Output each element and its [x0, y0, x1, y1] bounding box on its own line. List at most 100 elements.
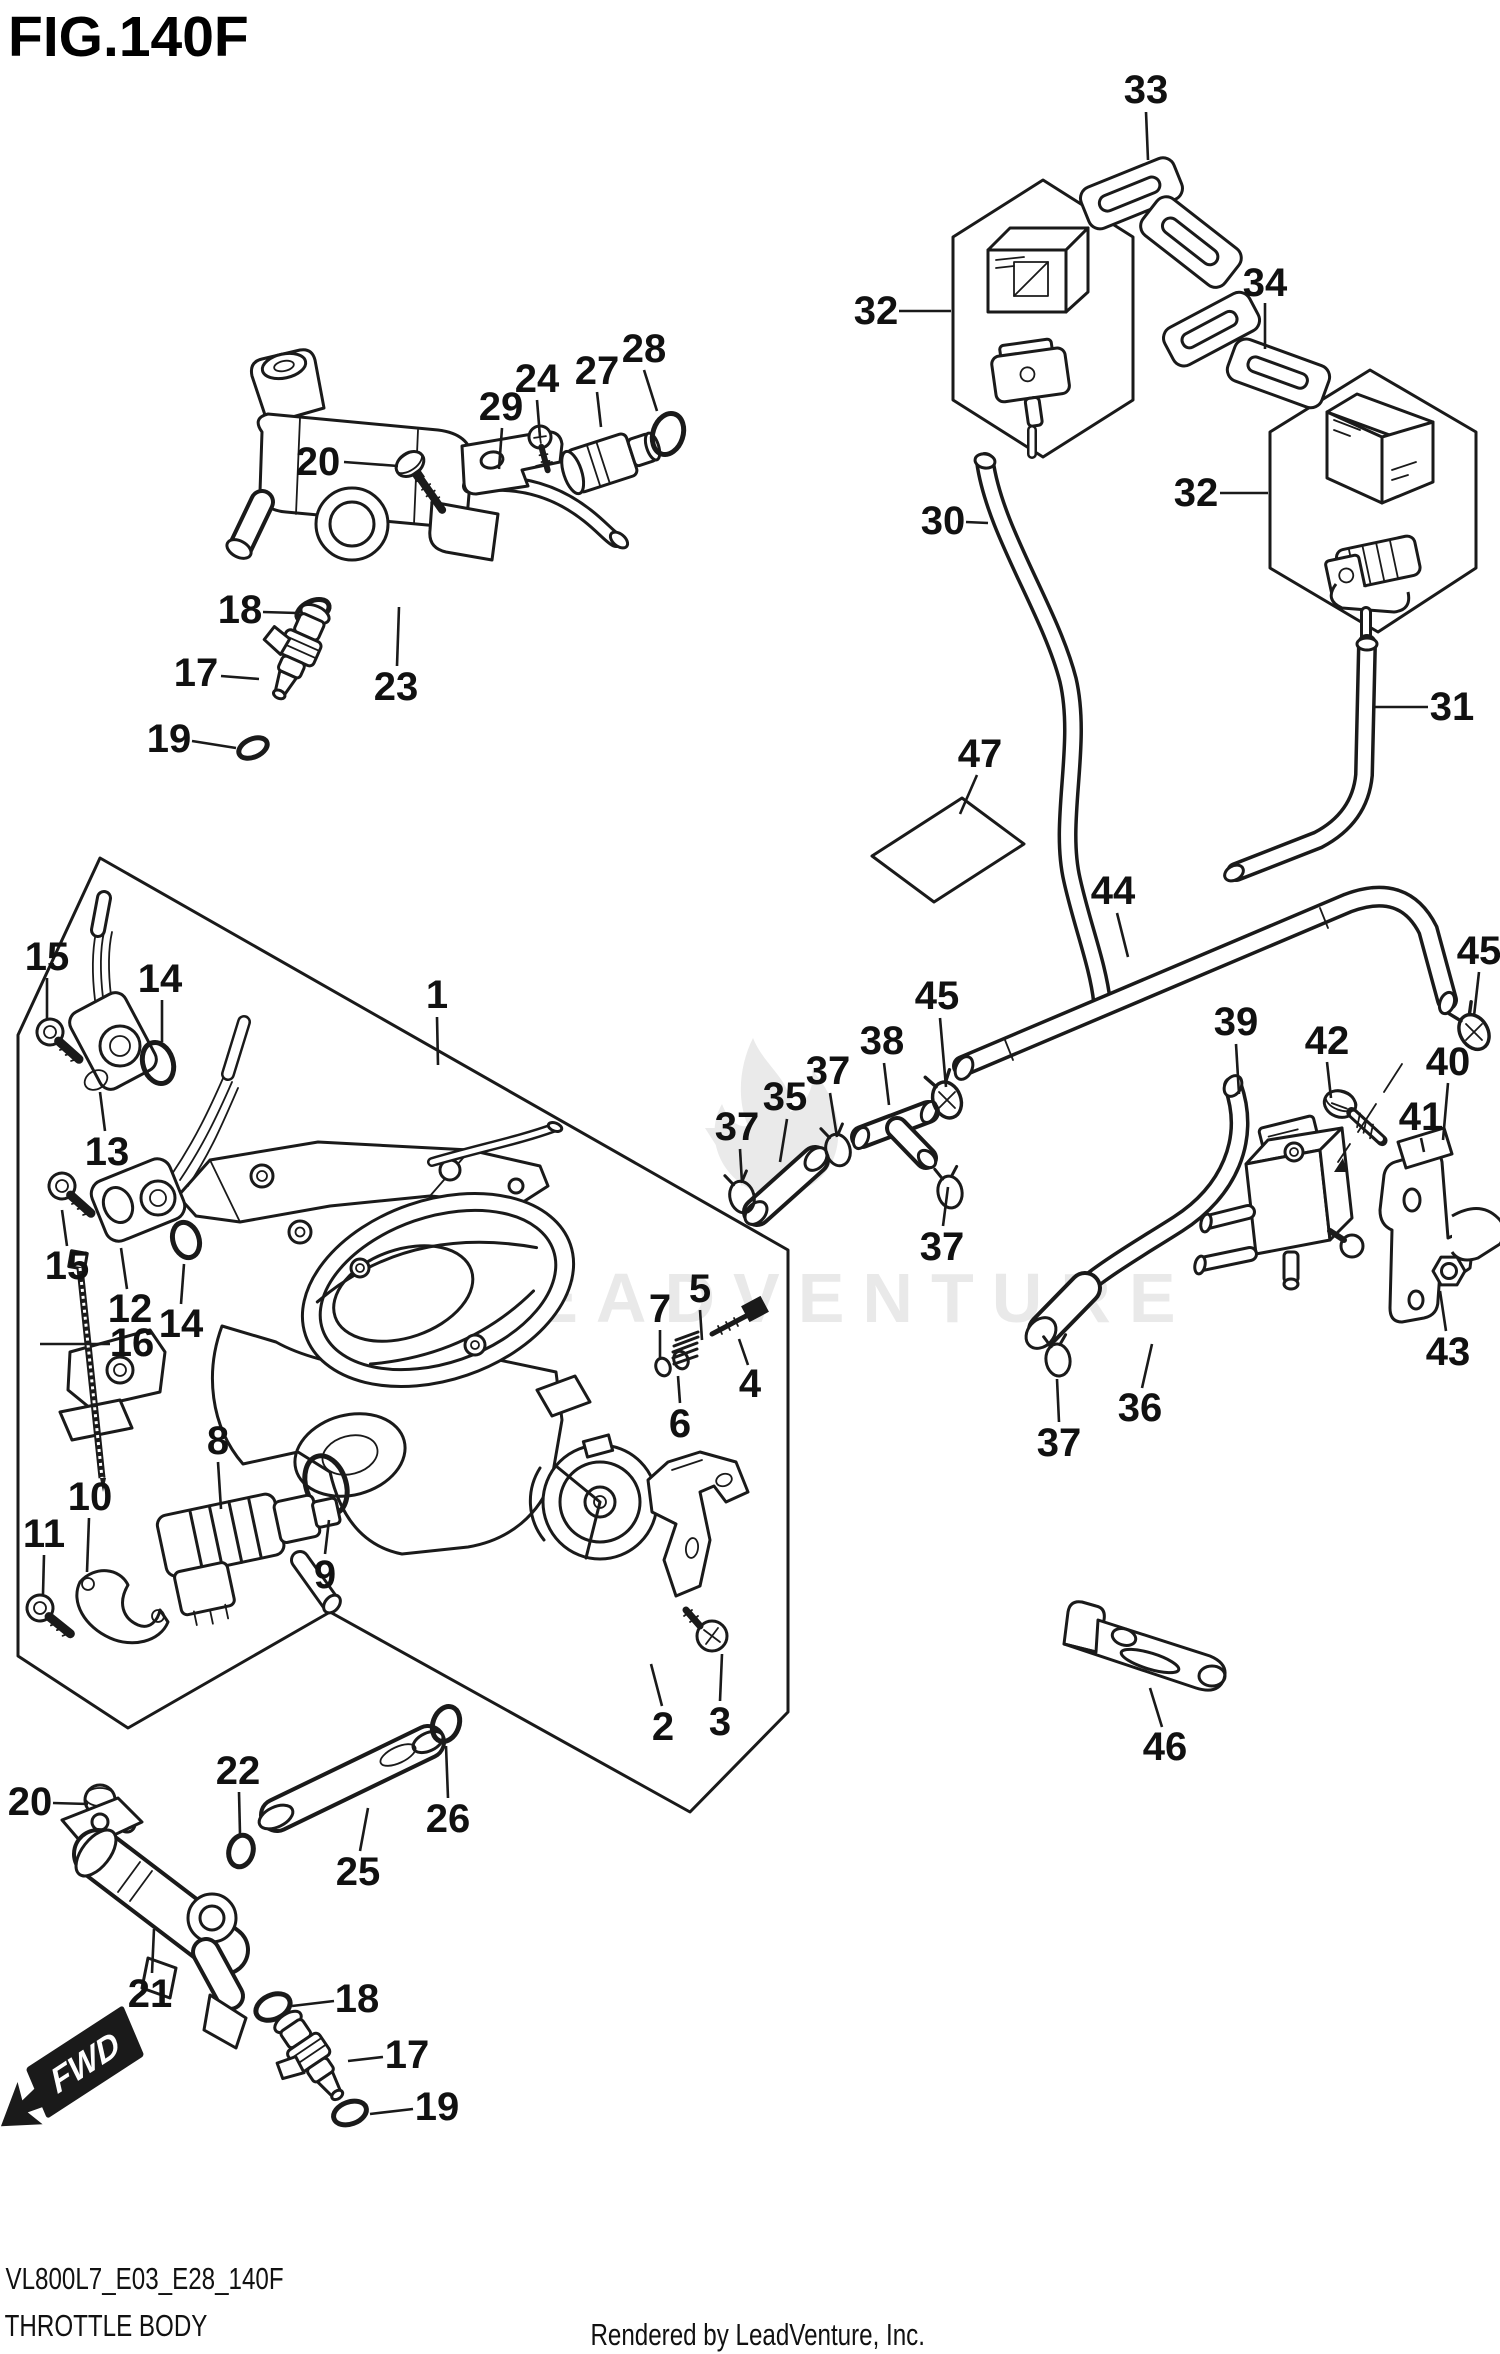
- fwd-arrow-icon: [0, 2074, 61, 2127]
- callout-14: 14: [159, 1302, 204, 1346]
- callout-15: 15: [45, 1244, 90, 1288]
- callout-leader-27: [595, 391, 603, 428]
- callout-leader-22: [237, 1791, 242, 1835]
- bracket-40: [1378, 1150, 1500, 1324]
- callout-37: 37: [1037, 1421, 1082, 1465]
- callout-20: 20: [296, 440, 341, 484]
- callout-15: 15: [25, 935, 70, 979]
- callout-37: 37: [806, 1049, 851, 1093]
- callout-34: 34: [1243, 261, 1288, 305]
- sensor-box-right-outline: [1268, 368, 1478, 634]
- clamp-45-mid: [922, 1066, 968, 1124]
- callout-leader-5: [698, 1309, 704, 1341]
- callout-leader-17: [220, 674, 260, 681]
- callout-27: 27: [575, 349, 620, 393]
- o-ring-14-b: [169, 1219, 203, 1261]
- callout-21: 21: [128, 1972, 173, 2016]
- alignment-dash-line: [1337, 1063, 1403, 1163]
- callout-leader-41: [1419, 1137, 1426, 1153]
- callout-leader-37: [738, 1148, 744, 1184]
- callout-leader-10: [85, 1517, 91, 1573]
- callout-37: 37: [715, 1105, 760, 1149]
- callout-20: 20: [8, 1780, 53, 1824]
- callout-5: 5: [689, 1267, 711, 1311]
- callout-leader-14: [179, 1263, 186, 1305]
- fuel-delivery-pipe-assembly: [225, 348, 687, 761]
- callout-31: 31: [1430, 685, 1475, 729]
- callout-36: 36: [1118, 1386, 1163, 1430]
- callout-39: 39: [1214, 1000, 1259, 1044]
- callout-6: 6: [669, 1402, 691, 1446]
- footer-name: THROTTLE BODY: [5, 2308, 208, 2343]
- cable-tie-16: [67, 1249, 106, 1492]
- callout-25: 25: [336, 1850, 381, 1894]
- callout-leader-1: [435, 1016, 440, 1066]
- o-ring-19-top: [236, 735, 270, 761]
- callout-leader-45: [1472, 971, 1481, 1017]
- callout-43: 43: [1426, 1330, 1471, 1374]
- callout-leader-23: [395, 606, 401, 667]
- callout-leader-21: [150, 1928, 156, 1974]
- idle-adjuster-parts: [654, 1295, 769, 1378]
- callout-33: 33: [1124, 68, 1169, 112]
- sensor-12: [89, 1015, 251, 1243]
- callout-16: 16: [110, 1321, 155, 1365]
- callout-38: 38: [860, 1019, 905, 1063]
- callout-37: 37: [920, 1225, 965, 1269]
- callout-leader-2: [649, 1663, 664, 1707]
- callout-leader-43: [1438, 1290, 1448, 1332]
- callout-leader-33: [1144, 111, 1150, 161]
- callout-19: 19: [415, 2085, 460, 2129]
- bracket-33: [1079, 156, 1243, 289]
- callout-leader-46: [1148, 1687, 1164, 1728]
- callout-leader-26: [444, 1745, 450, 1799]
- callout-leader-13: [98, 1091, 107, 1132]
- callout-8: 8: [207, 1419, 229, 1463]
- callout-leader-19: [191, 739, 237, 750]
- callout-leader-29: [497, 427, 504, 470]
- callout-leader-17: [347, 2055, 384, 2063]
- callout-7: 7: [649, 1287, 671, 1331]
- o-ring-22: [226, 1832, 256, 1870]
- callout-leader-12: [119, 1247, 129, 1290]
- callout-17: 17: [174, 651, 219, 695]
- sensor-boss-8: [155, 1492, 342, 1626]
- callout-leader-47: [958, 774, 979, 815]
- callout-24: 24: [515, 357, 560, 401]
- o-ring-28: [649, 410, 687, 458]
- purge-valve-39: [1193, 1114, 1365, 1291]
- sensor-box-left-contents: [986, 226, 1090, 459]
- callout-leader-19: [369, 2107, 414, 2116]
- callout-3: 3: [709, 1700, 731, 1744]
- bracket-10: [75, 1569, 170, 1645]
- callout-30: 30: [921, 499, 966, 543]
- callout-14: 14: [138, 957, 183, 1001]
- hose-36: [1024, 1074, 1250, 1350]
- bracket-46: [1062, 1600, 1227, 1692]
- joint-27: [560, 431, 662, 496]
- callout-leader-4: [737, 1338, 750, 1366]
- callout-leader-3: [718, 1653, 724, 1702]
- callout-22: 22: [216, 1749, 261, 1793]
- callout-leader-35: [778, 1118, 789, 1163]
- callout-32: 32: [854, 289, 899, 333]
- o-ring-19-bottom: [331, 2098, 369, 2128]
- o-ring-14-a: [139, 1039, 177, 1087]
- callout-leader-9: [323, 1519, 331, 1555]
- callout-leader-45: [938, 1017, 948, 1088]
- bracket-2: [646, 1450, 750, 1598]
- callout-17: 17: [385, 2033, 430, 2077]
- bracket-34: [1162, 290, 1332, 410]
- callout-leader-24: [535, 399, 542, 438]
- callout-45: 45: [1457, 929, 1500, 973]
- callout-leader-36: [1140, 1343, 1154, 1389]
- callout-9: 9: [314, 1553, 336, 1597]
- fwd-sign: FWD: [0, 2006, 144, 2127]
- callout-23: 23: [374, 665, 419, 709]
- callout-28: 28: [622, 327, 667, 371]
- callout-leader-38: [882, 1062, 891, 1106]
- alignment-arrowhead: [1334, 1158, 1347, 1172]
- callout-leader-25: [358, 1807, 370, 1852]
